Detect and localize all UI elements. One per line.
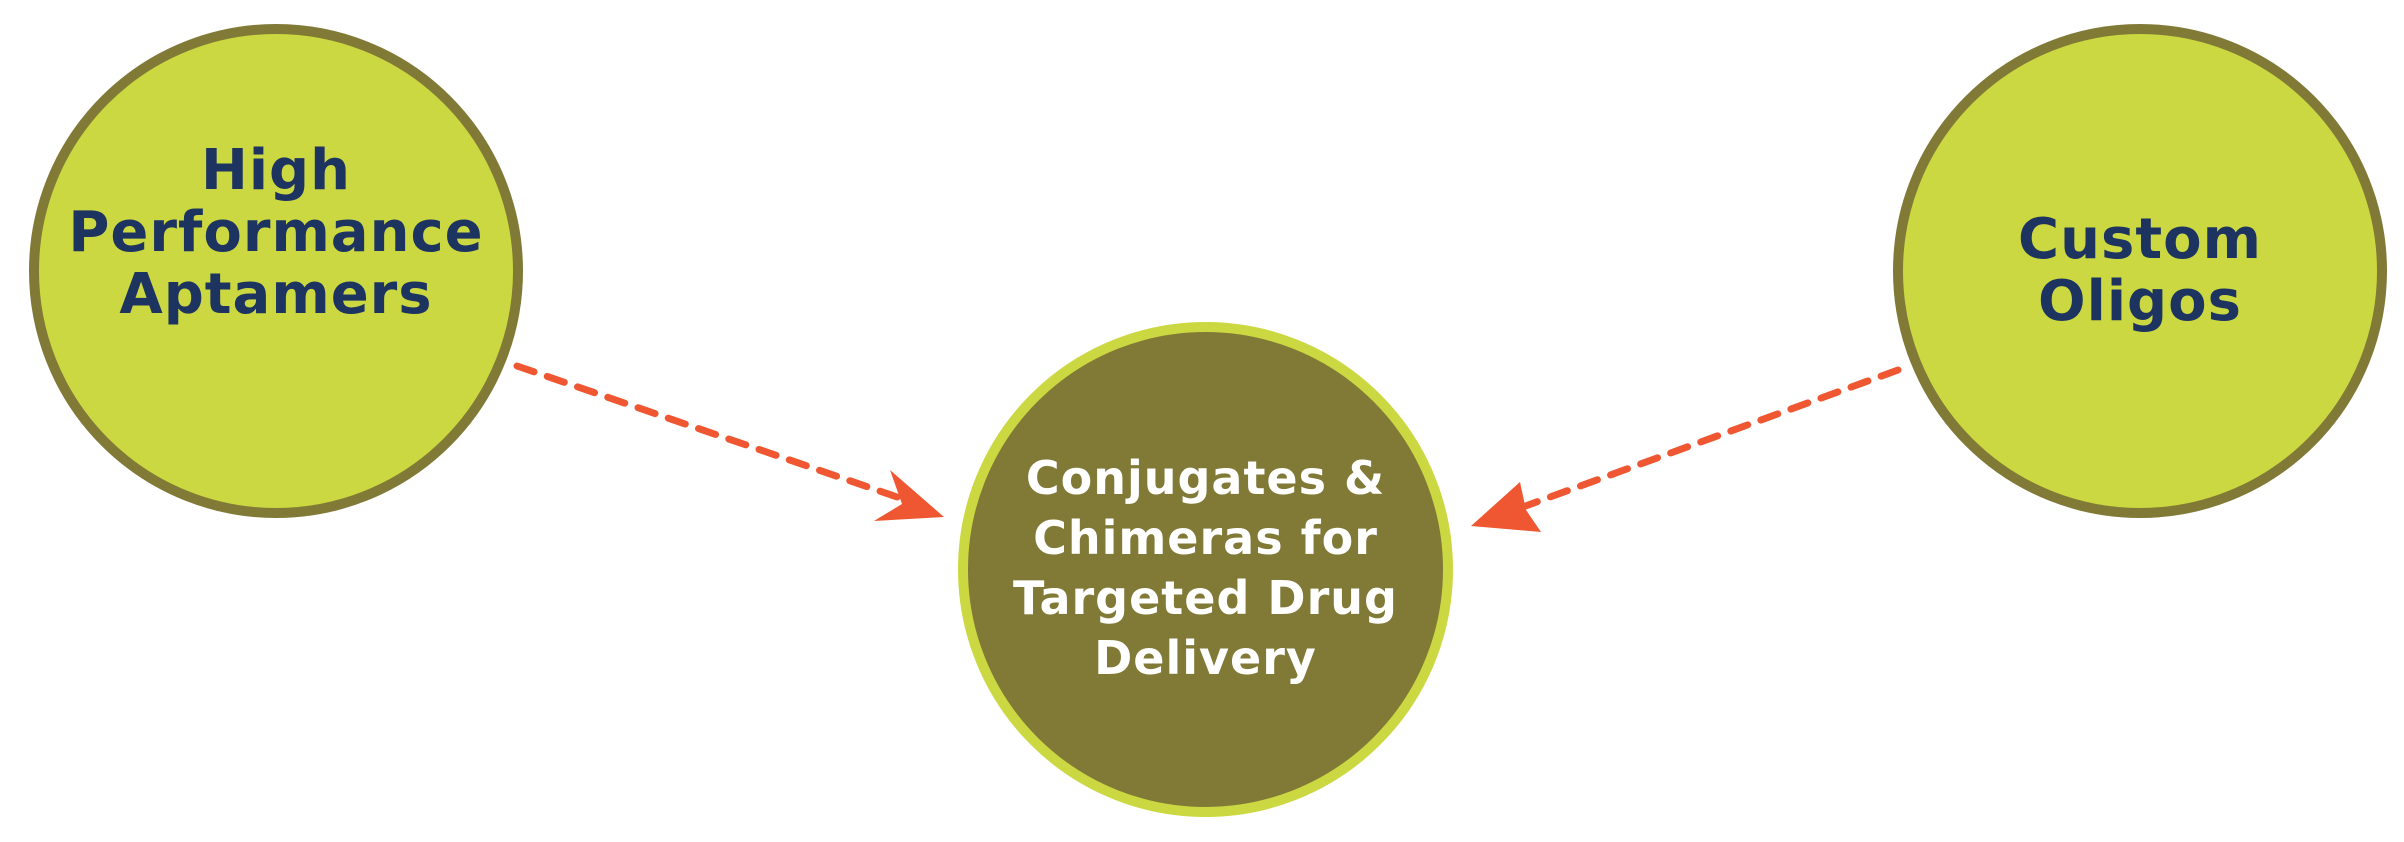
node-label: Conjugates & Chimeras for Targeted Drug … bbox=[1013, 450, 1398, 685]
node-conjugates-chimeras: Conjugates & Chimeras for Targeted Drug … bbox=[958, 322, 1453, 817]
connector-line bbox=[513, 362, 901, 501]
connector-aptamers-to-conjugates bbox=[513, 362, 944, 521]
connector-oligos-to-conjugates bbox=[1471, 366, 1902, 532]
node-high-performance-aptamers: High Performance Aptamers bbox=[29, 24, 523, 518]
arrow-head-icon bbox=[874, 470, 944, 521]
node-label: Custom Oligos bbox=[2018, 207, 2262, 334]
connector-line bbox=[1516, 366, 1902, 512]
node-label: High Performance Aptamers bbox=[68, 138, 484, 327]
node-custom-oligos: Custom Oligos bbox=[1893, 24, 2387, 518]
arrow-head-icon bbox=[1471, 482, 1541, 532]
